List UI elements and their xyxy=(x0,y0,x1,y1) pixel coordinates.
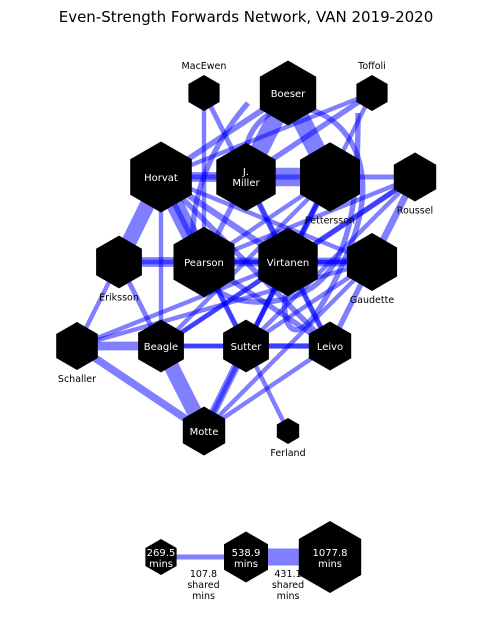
node-label-miller: J.Miller xyxy=(232,167,260,189)
node-hexagon-sutter xyxy=(223,319,269,373)
node-hexagon-macewen xyxy=(188,75,220,111)
node-label-schaller: Schaller xyxy=(58,374,96,385)
legend-node-l_small xyxy=(145,539,177,575)
node-boeser: Boeser xyxy=(259,60,317,126)
node-macewen: MacEwen xyxy=(182,61,227,111)
node-miller: J.Miller xyxy=(216,142,276,212)
node-label-motte: Motte xyxy=(190,427,219,438)
node-hexagon-schaller xyxy=(56,322,98,370)
node-hexagon-ferland xyxy=(276,418,300,444)
node-hexagon-boeser xyxy=(259,60,317,126)
node-beagle: Beagle xyxy=(138,319,184,373)
node-virtanen: Virtanen xyxy=(258,227,318,297)
node-hexagon-miller xyxy=(216,142,276,212)
node-label-macewen: MacEwen xyxy=(182,61,227,72)
edge-horvat-toffoli xyxy=(160,90,373,180)
node-hexagon-roussel xyxy=(393,152,437,202)
node-label-sutter: Sutter xyxy=(231,342,263,353)
node-roussel: Roussel xyxy=(393,152,437,217)
node-horvat: Horvat xyxy=(130,141,192,213)
node-hexagon-virtanen xyxy=(258,227,318,297)
node-gaudette: Gaudette xyxy=(346,233,398,306)
node-label-pearson: Pearson xyxy=(184,258,224,269)
node-hexagon-pearson xyxy=(173,226,235,298)
node-hexagon-beagle xyxy=(138,319,184,373)
node-hexagon-gaudette xyxy=(346,233,398,291)
node-label-toffoli: Toffoli xyxy=(357,61,386,72)
node-schaller: Schaller xyxy=(56,322,98,385)
node-hexagon-leivo xyxy=(308,321,352,371)
node-pettersson: Pettersson xyxy=(300,142,360,227)
node-label-horvat: Horvat xyxy=(144,173,178,184)
node-hexagon-eriksson xyxy=(96,235,142,289)
legend-node-l_mid xyxy=(224,531,268,583)
node-hexagon-motte xyxy=(182,406,226,456)
node-label-ferland: Ferland xyxy=(270,448,305,459)
legend-node-l_big xyxy=(298,521,362,593)
node-label-virtanen: Virtanen xyxy=(267,258,309,269)
node-motte: Motte xyxy=(182,406,226,456)
node-pearson: Pearson xyxy=(173,226,235,298)
edge-virtanen-schaller xyxy=(76,259,289,349)
node-hexagon-horvat xyxy=(130,141,192,213)
node-eriksson: Eriksson xyxy=(96,235,142,303)
node-ferland: Ferland xyxy=(270,418,306,459)
node-label-pettersson: Pettersson xyxy=(305,216,355,227)
chart-title: Even-Strength Forwards Network, VAN 2019… xyxy=(59,8,434,26)
arc-edge-boeser-virtanen xyxy=(190,101,361,305)
node-label-leivo: Leivo xyxy=(317,342,343,353)
node-toffoli: Toffoli xyxy=(356,61,388,111)
node-label-eriksson: Eriksson xyxy=(99,292,139,303)
node-label-beagle: Beagle xyxy=(144,342,178,353)
node-hexagon-toffoli xyxy=(356,75,388,111)
node-hexagon-pettersson xyxy=(300,142,360,212)
edge-schaller-motte xyxy=(74,342,207,435)
node-sutter: Sutter xyxy=(223,319,269,373)
node-label-roussel: Roussel xyxy=(397,206,433,217)
node-label-gaudette: Gaudette xyxy=(350,295,395,306)
node-leivo: Leivo xyxy=(308,321,352,371)
edge-leivo-motte xyxy=(202,344,332,433)
node-label-boeser: Boeser xyxy=(271,89,306,100)
